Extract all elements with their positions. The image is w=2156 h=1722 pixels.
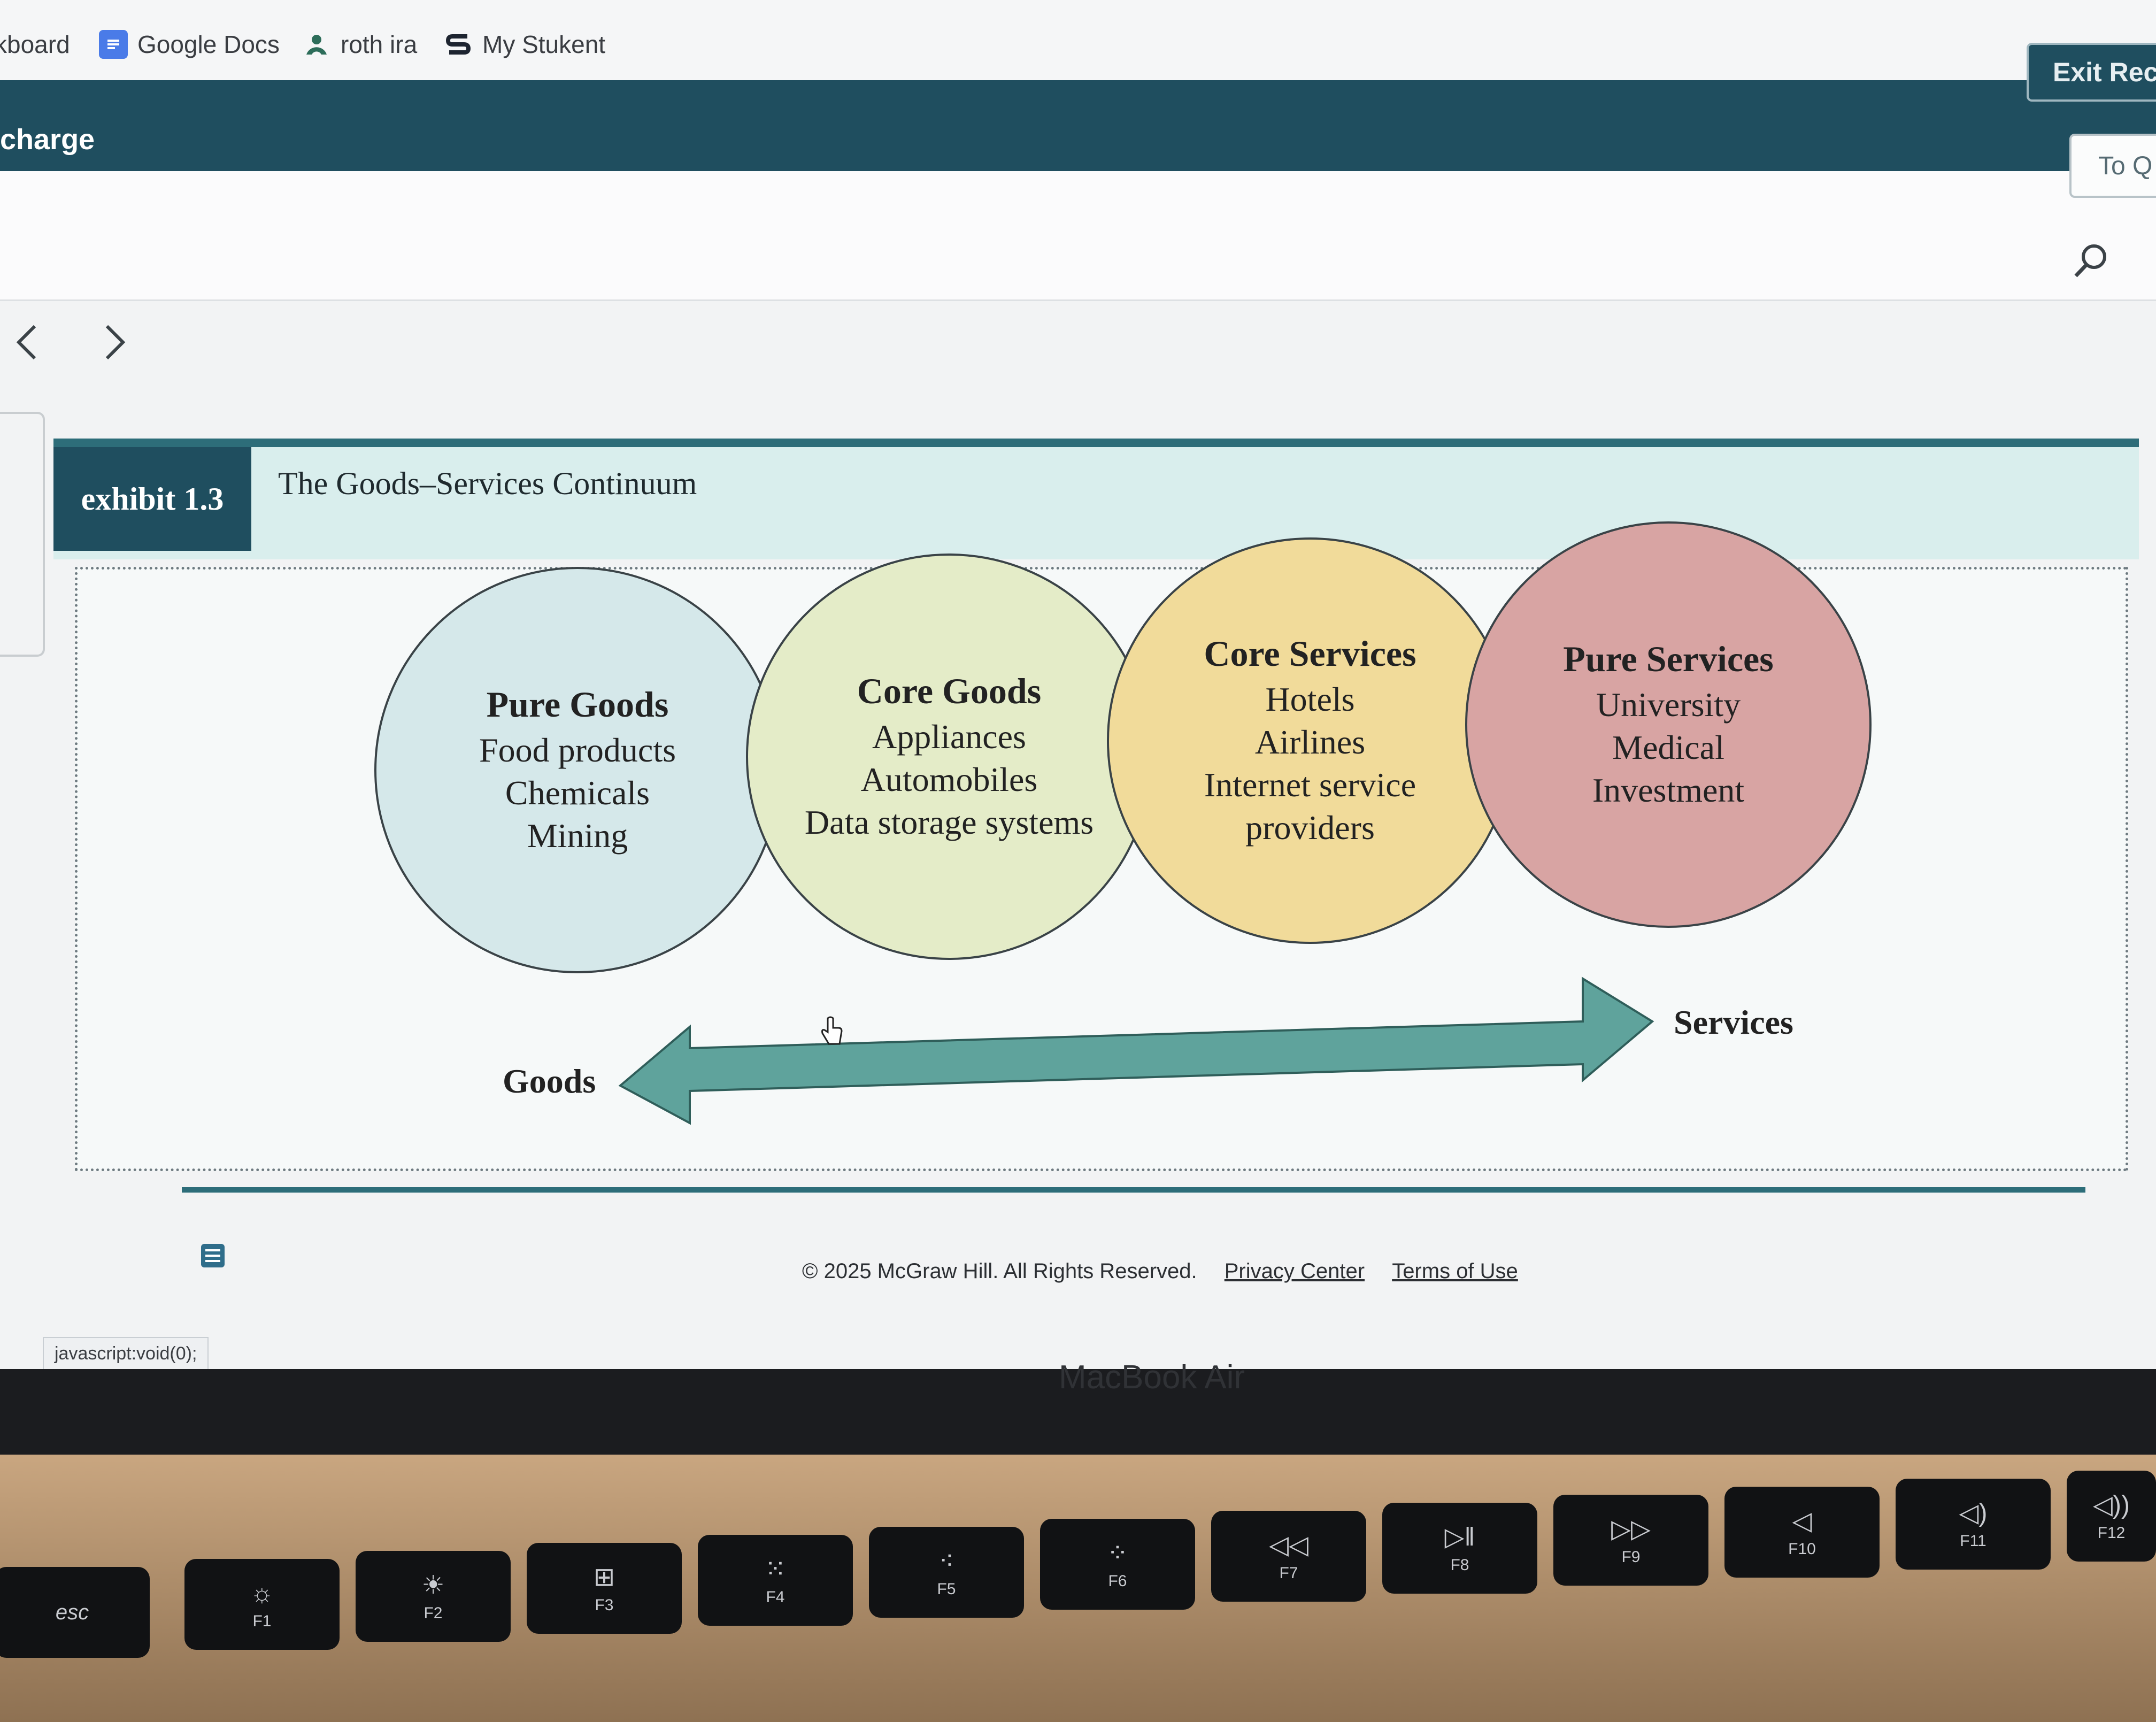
circle-item: Automobiles: [860, 760, 1038, 798]
circle-item: Data storage systems: [804, 803, 1094, 841]
key-f9[interactable]: ▷▷ F9: [1553, 1495, 1708, 1586]
bookmark-dashboard[interactable]: kboard: [0, 26, 70, 63]
key-f5[interactable]: ⁖ F5: [869, 1527, 1024, 1618]
circle-item: Internet service: [1204, 765, 1416, 804]
key-label: F10: [1788, 1540, 1816, 1558]
roth-ira-icon: [302, 30, 331, 59]
exhibit-number: exhibit 1.3: [53, 447, 251, 551]
mute-icon: ◁: [1792, 1507, 1812, 1535]
status-bar-url: javascript:void(0);: [43, 1337, 209, 1369]
google-docs-icon: [99, 30, 128, 59]
keyboard-light-down-icon: ⁖: [938, 1547, 954, 1575]
circle-item: Investment: [1592, 771, 1745, 809]
bookmark-label: Google Docs: [137, 30, 280, 58]
key-label: F9: [1621, 1548, 1641, 1566]
volume-down-icon: ◁): [1959, 1499, 1988, 1527]
page-title: charge: [0, 124, 95, 156]
circle-item: Chemicals: [505, 773, 650, 812]
circle-item: Airlines: [1254, 722, 1366, 761]
key-f6[interactable]: ⁘ F6: [1040, 1519, 1195, 1610]
key-esc[interactable]: esc: [0, 1567, 150, 1658]
bookmark-label: roth ira: [341, 30, 418, 58]
key-label: esc: [55, 1600, 89, 1624]
brightness-up-icon: ☀: [421, 1571, 445, 1600]
continuum-arrow: [618, 977, 1654, 1125]
side-panel-edge: [0, 412, 45, 657]
terms-of-use-link[interactable]: Terms of Use: [1392, 1259, 1518, 1283]
footer: © 2025 McGraw Hill. All Rights Reserved.…: [802, 1259, 1518, 1283]
key-label: F7: [1279, 1564, 1298, 1582]
circle-item: providers: [1245, 808, 1375, 847]
bookmarks-bar: kboard Google Docs roth ira My Stukent: [0, 0, 2156, 81]
exhibit-title: The Goods–Services Continuum: [278, 466, 697, 501]
key-f4[interactable]: ⁙ F4: [698, 1535, 853, 1626]
key-f3[interactable]: ⊞ F3: [527, 1543, 682, 1634]
bookmark-roth-ira[interactable]: roth ira: [302, 26, 417, 63]
key-f2[interactable]: ☀ F2: [356, 1551, 511, 1642]
rewind-icon: ◁◁: [1269, 1531, 1308, 1559]
brightness-down-icon: ☼: [250, 1579, 274, 1608]
key-f11[interactable]: ◁) F11: [1896, 1479, 2051, 1570]
circle-item: Medical: [1612, 728, 1724, 766]
key-label: F3: [595, 1596, 614, 1614]
key-f7[interactable]: ◁◁ F7: [1211, 1511, 1366, 1602]
key-f12[interactable]: ◁)) F12: [2067, 1471, 2156, 1562]
hand-cursor-icon: [818, 1016, 845, 1051]
circle-core-services: Core Services Hotels Airlines Internet s…: [1107, 537, 1513, 944]
circle-core-goods: Core Goods Appliances Automobiles Data s…: [746, 554, 1152, 960]
circle-item: Food products: [479, 731, 676, 769]
key-f10[interactable]: ◁ F10: [1724, 1487, 1880, 1578]
key-label: F1: [252, 1612, 272, 1630]
exit-button[interactable]: Exit Rech: [2027, 43, 2156, 102]
divider: [182, 1187, 2085, 1193]
circle-heading: Pure Services: [1563, 638, 1774, 679]
key-label: F12: [2097, 1524, 2126, 1542]
fast-forward-icon: ▷▷: [1611, 1515, 1651, 1543]
chevron-right-icon[interactable]: [96, 321, 134, 366]
circle-item: Appliances: [872, 717, 1026, 756]
keyboard-light-up-icon: ⁘: [1106, 1539, 1129, 1567]
launchpad-icon: ⁙: [764, 1555, 787, 1583]
circle-heading: Core Goods: [857, 670, 1042, 711]
bookmark-label: kboard: [0, 30, 70, 58]
play-pause-icon: ▷‖: [1444, 1523, 1475, 1551]
app-header: charge: [0, 80, 2156, 171]
bookmark-label: My Stukent: [482, 30, 606, 58]
document-icon[interactable]: [198, 1241, 228, 1273]
bookmark-google-docs[interactable]: Google Docs: [99, 26, 280, 63]
to-questions-button[interactable]: To Q: [2069, 134, 2156, 198]
key-label: F6: [1108, 1572, 1127, 1590]
chevron-left-icon[interactable]: [11, 321, 48, 366]
mission-control-icon: ⊞: [593, 1563, 615, 1592]
continuum-label-services: Services: [1674, 1003, 1793, 1041]
copyright-text: © 2025 McGraw Hill. All Rights Reserved.: [802, 1259, 1197, 1283]
circle-pure-goods: Pure Goods Food products Chemicals Minin…: [374, 567, 781, 973]
continuum-label-goods: Goods: [503, 1062, 596, 1100]
privacy-center-link[interactable]: Privacy Center: [1224, 1259, 1365, 1283]
circle-item: University: [1596, 685, 1741, 724]
circle-heading: Core Services: [1204, 633, 1416, 674]
circle-item: Hotels: [1265, 680, 1355, 718]
volume-up-icon: ◁)): [2093, 1491, 2130, 1519]
continuum-arrow-shape: [618, 977, 1654, 1125]
search-icon[interactable]: [2069, 241, 2112, 286]
circle-pure-services: Pure Services University Medical Investm…: [1465, 521, 1872, 928]
bookmark-my-stukent[interactable]: My Stukent: [444, 26, 605, 63]
key-f8[interactable]: ▷‖ F8: [1382, 1503, 1537, 1594]
exhibit-header-band: [53, 439, 2139, 559]
key-label: F8: [1450, 1556, 1469, 1574]
stukent-icon: [444, 30, 473, 59]
key-label: F2: [424, 1604, 443, 1622]
key-label: F4: [766, 1588, 785, 1606]
circle-heading: Pure Goods: [486, 683, 669, 725]
browser-screen: kboard Google Docs roth ira My Stukent c…: [0, 0, 2156, 1369]
key-label: F11: [1960, 1532, 1986, 1550]
toolbar: [0, 171, 2156, 301]
key-f1[interactable]: ☼ F1: [184, 1559, 340, 1650]
laptop-model-label: MacBook Air: [1059, 1359, 1245, 1396]
key-label: F5: [937, 1580, 956, 1598]
circle-item: Mining: [527, 816, 628, 855]
